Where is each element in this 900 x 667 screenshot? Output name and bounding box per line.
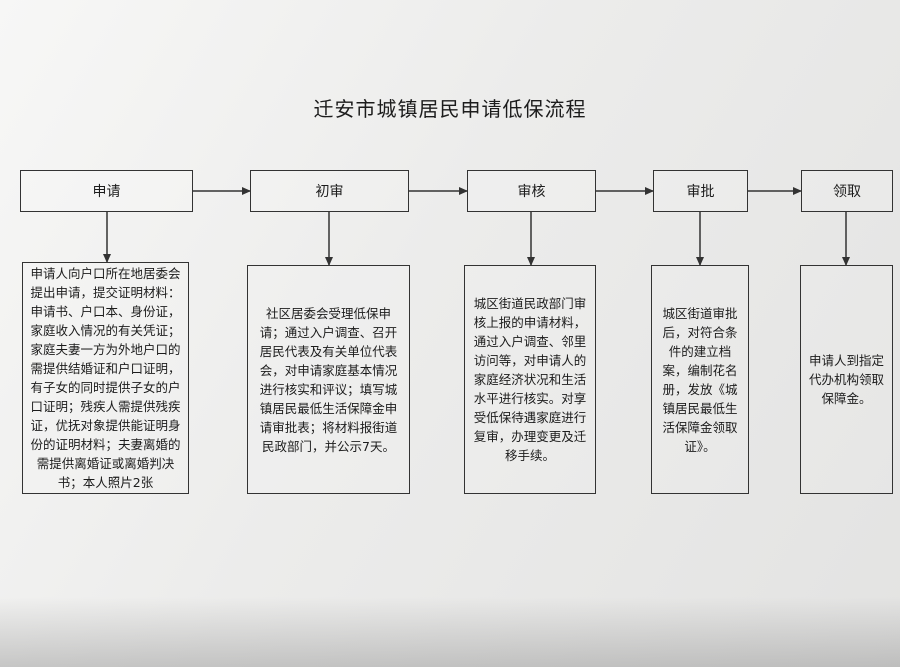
step-preliminary-review-description-box: 社区居委会受理低保申请；通过入户调查、召开居民代表及有关单位代表会，对申请家庭基… [247,265,410,494]
step-audit: 审核 [467,170,596,212]
step-audit-description: 城区街道民政部门审核上报的申请材料，通过入户调查、邻里访问等，对申请人的家庭经济… [473,296,587,463]
step-preliminary-review: 初审 [250,170,409,212]
step-apply: 申请 [20,170,193,212]
step-approval-description: 城区街道审批后，对符合条件的建立档案，编制花名册，发放《城镇居民最低生活保障金领… [662,305,738,454]
step-approval-description-box: 城区街道审批后，对符合条件的建立档案，编制花名册，发放《城镇居民最低生活保障金领… [651,265,749,494]
step-apply-description: 申请人向户口所在地居委会提出申请，提交证明材料：申请书、户口本、身份证，家庭收入… [30,266,181,490]
step-collect-description: 申请人到指定代办机构领取保障金。 [808,353,884,406]
step-apply-label: 申请 [92,184,121,200]
step-preliminary-review-description: 社区居委会受理低保申请；通过入户调查、召开居民代表及有关单位代表会，对申请家庭基… [259,305,398,454]
step-collect: 领取 [801,170,893,212]
paper-shadow [0,597,900,667]
step-apply-description-box: 申请人向户口所在地居委会提出申请，提交证明材料：申请书、户口本、身份证，家庭收入… [22,262,189,494]
step-audit-description-box: 城区街道民政部门审核上报的申请材料，通过入户调查、邻里访问等，对申请人的家庭经济… [464,265,596,494]
step-collect-description-box: 申请人到指定代办机构领取保障金。 [800,265,893,494]
step-preliminary-review-label: 初审 [315,184,344,200]
step-audit-label: 审核 [517,184,546,200]
step-collect-label: 领取 [833,184,861,200]
document-title: 迁安市城镇居民申请低保流程 [313,97,587,121]
step-approval: 审批 [653,170,748,212]
step-approval-label: 审批 [686,184,715,200]
